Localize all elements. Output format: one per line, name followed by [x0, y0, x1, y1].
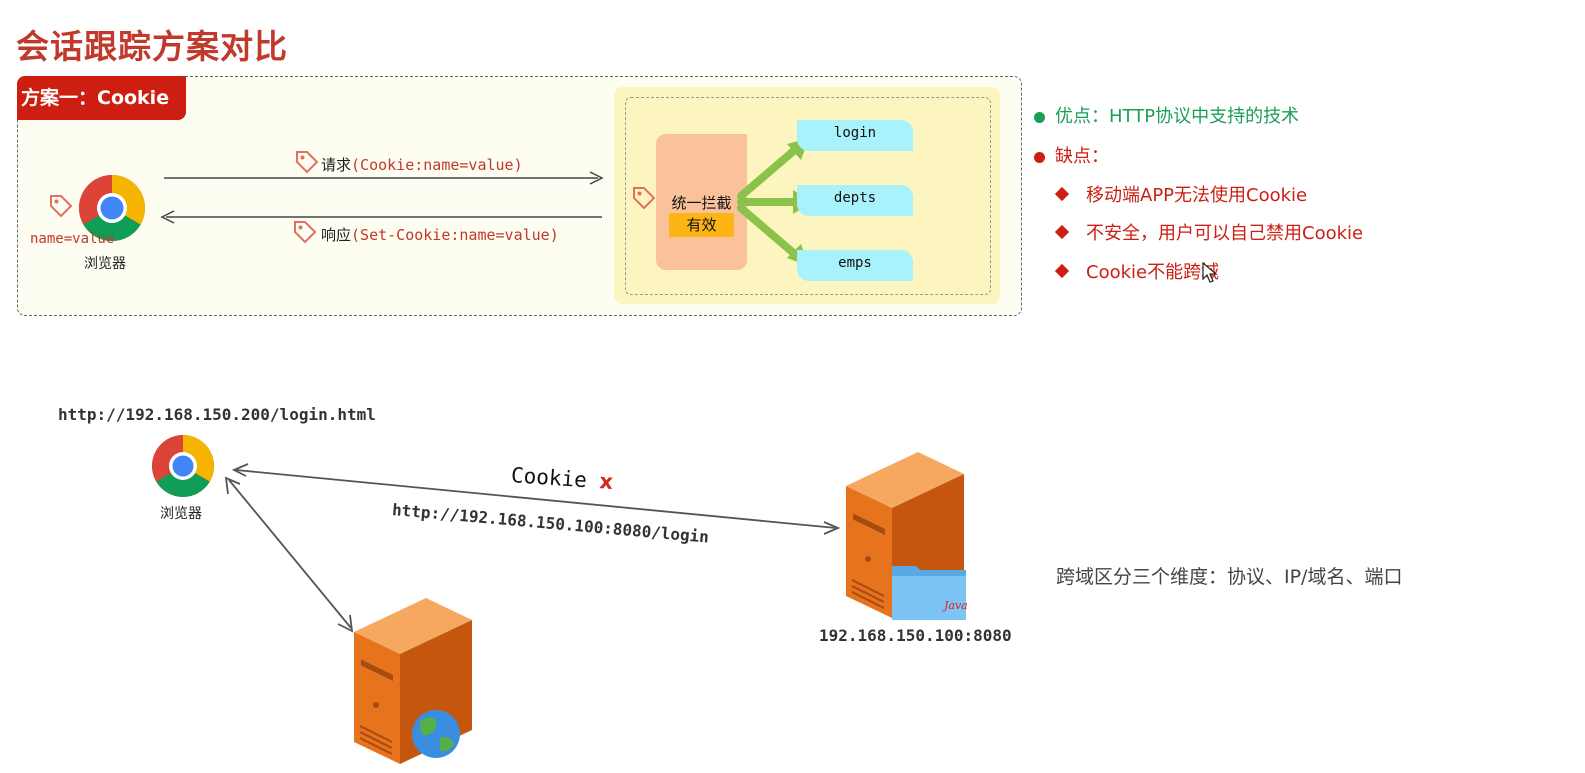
tag-icon — [294, 221, 317, 244]
browser-label-2: 浏览器 — [160, 506, 202, 522]
tag-icon — [296, 151, 319, 174]
diamond-bullet — [1054, 263, 1070, 279]
tag-icon — [50, 195, 73, 218]
con-item: 移动端APP无法使用Cookie — [1054, 181, 1308, 207]
response-cn: 响应 — [321, 226, 352, 244]
interceptor-label: 统一拦截 — [671, 194, 732, 212]
endpoint-depts: depts — [797, 185, 913, 216]
response-label: 响应(Set-Cookie:name=value) — [321, 224, 559, 245]
request-label: 请求(Cookie:name=value) — [321, 154, 523, 175]
tag-icon — [633, 187, 656, 210]
browser-label: 浏览器 — [84, 256, 126, 272]
web-server-icon — [354, 598, 472, 764]
interceptor-box — [656, 134, 747, 270]
con-title-label: 缺点： — [1055, 146, 1109, 167]
diamond-bullet — [1054, 224, 1070, 240]
con-item-label: 移动端APP无法使用Cookie — [1086, 185, 1308, 206]
server-area-border — [625, 97, 991, 295]
endpoint-login: login — [797, 120, 913, 151]
pro-bullet — [1034, 111, 1045, 123]
browser-url: http://192.168.150.200/login.html — [58, 405, 376, 424]
java-server-icon — [846, 452, 966, 620]
valid-badge: 有效 — [669, 213, 734, 237]
response-code: (Set-Cookie:name=value) — [351, 226, 559, 244]
request-cn: 请求 — [321, 156, 352, 174]
request-response-arrows — [160, 171, 604, 224]
scheme-tab: 方案一：Cookie — [17, 76, 186, 120]
chrome-icon — [152, 435, 214, 497]
pro-text: 优点：HTTP协议中支持的技术 — [1034, 102, 1299, 128]
con-bullet — [1034, 151, 1045, 163]
con-title: 缺点： — [1034, 142, 1109, 168]
chrome-icon — [78, 174, 146, 242]
con-item: 不安全，用户可以自己禁用Cookie — [1054, 219, 1364, 245]
cross-domain-note: 跨域区分三个维度：协议、IP/域名、端口 — [1056, 566, 1403, 588]
diamond-bullet — [1054, 186, 1070, 202]
java-label: Java — [944, 599, 968, 612]
con-item-label: 不安全，用户可以自己禁用Cookie — [1086, 223, 1364, 244]
pro-label: 优点：HTTP协议中支持的技术 — [1055, 106, 1300, 127]
request-code: (Cookie:name=value) — [351, 156, 523, 174]
con-item: Cookie不能跨域 — [1054, 258, 1220, 284]
endpoint-emps: emps — [797, 250, 913, 281]
cross-icon: x — [598, 469, 614, 495]
browser-cookie-value: name=value — [30, 231, 115, 247]
server-ip: 192.168.150.100:8080 — [819, 626, 1012, 645]
con-item-label: Cookie不能跨域 — [1086, 262, 1220, 283]
cursor-icon — [1202, 262, 1218, 283]
page-title: 会话跟踪方案对比 — [16, 27, 288, 66]
cross-domain-arrows — [224, 463, 841, 633]
